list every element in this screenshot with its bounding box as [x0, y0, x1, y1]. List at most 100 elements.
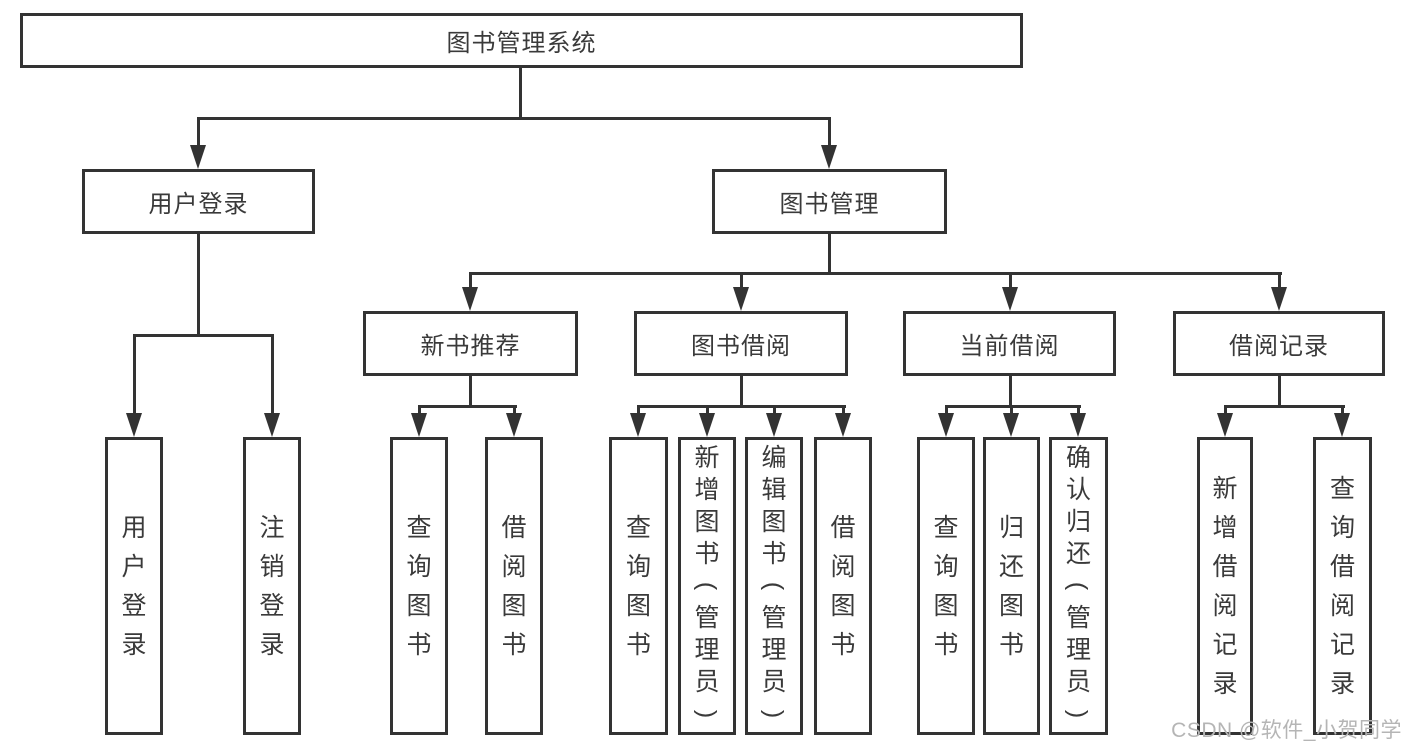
arrowhead	[411, 413, 427, 437]
line-segment	[469, 272, 472, 290]
vertical-char: 阅	[1329, 591, 1355, 620]
line-segment	[1077, 405, 1080, 416]
arrowhead	[190, 145, 206, 169]
watermark: CSDN @软件_小贺同学	[1171, 719, 1402, 742]
leaf-add-borrow-record-label: 新增借阅记录	[1212, 476, 1237, 697]
line-segment	[637, 405, 640, 416]
vertical-char: 图	[761, 508, 787, 536]
node-current-borrow: 当前借阅	[903, 311, 1116, 376]
vertical-char: 新	[1212, 474, 1238, 503]
vertical-char: 辑	[761, 476, 787, 504]
leaf-add-books-admin: 新增图书(管理员)	[678, 437, 736, 735]
line-segment	[271, 334, 274, 416]
line-segment	[706, 405, 709, 416]
vertical-char: (	[1064, 581, 1093, 591]
vertical-char: 书	[830, 630, 856, 659]
leaf-borrow-books-rec: 借阅图书	[485, 437, 543, 735]
vertical-char: 销	[259, 552, 285, 581]
leaf-return-books-label: 归还图书	[999, 515, 1024, 658]
node-new-book-rec: 新书推荐	[363, 311, 578, 376]
vertical-char: 查	[933, 513, 959, 542]
leaf-add-borrow-record: 新增借阅记录	[1197, 437, 1253, 735]
vertical-char: 理	[761, 636, 787, 664]
vertical-char: 图	[694, 508, 720, 536]
vertical-char: 记	[1212, 630, 1238, 659]
arrowhead	[126, 413, 142, 437]
vertical-char: 归	[1065, 508, 1091, 536]
vertical-char: 用	[121, 513, 147, 542]
arrowhead	[1217, 413, 1233, 437]
line-segment	[945, 405, 948, 416]
vertical-char: 录	[1329, 669, 1355, 698]
vertical-char: 询	[625, 552, 651, 581]
line-segment	[197, 117, 831, 120]
leaf-edit-books-admin: 编辑图书(管理员)	[745, 437, 803, 735]
vertical-char: 查	[1329, 474, 1355, 503]
node-book-borrow-label: 图书借阅	[691, 333, 791, 360]
leaf-query-books-current-label: 查询图书	[933, 515, 958, 658]
vertical-char: 员	[1065, 668, 1091, 696]
line-segment	[945, 405, 1081, 408]
line-segment	[133, 334, 136, 416]
vertical-char: 新	[694, 444, 720, 472]
vertical-char: 书	[761, 540, 787, 568]
vertical-char: 还	[1065, 540, 1091, 568]
node-borrow-records: 借阅记录	[1173, 311, 1385, 376]
vertical-char: 确	[1065, 444, 1091, 472]
leaf-add-books-admin-label: 新增图书(管理员)	[692, 444, 721, 727]
vertical-char: 书	[933, 630, 959, 659]
leaf-borrow-books-rec-label: 借阅图书	[501, 515, 526, 658]
vertical-char: 图	[406, 591, 432, 620]
vertical-char: 查	[625, 513, 651, 542]
node-root: 图书管理系统	[20, 13, 1023, 68]
leaf-borrow-books: 借阅图书	[814, 437, 872, 735]
vertical-char: 书	[625, 630, 651, 659]
vertical-char: 录	[121, 630, 147, 659]
vertical-char: 图	[625, 591, 651, 620]
vertical-char: 注	[259, 513, 285, 542]
vertical-char: 借	[1329, 552, 1355, 581]
vertical-char: (	[759, 581, 788, 591]
node-user-login: 用户登录	[82, 169, 315, 234]
arrowhead	[821, 145, 837, 169]
vertical-char: 理	[1065, 636, 1091, 664]
vertical-char: 阅	[1212, 591, 1238, 620]
vertical-char: 记	[1329, 630, 1355, 659]
line-segment	[418, 405, 517, 408]
vertical-char: 书	[501, 630, 527, 659]
vertical-char: )	[692, 709, 721, 719]
vertical-char: 归	[998, 513, 1024, 542]
vertical-char: 图	[501, 591, 527, 620]
line-segment	[637, 405, 846, 408]
vertical-char: 管	[1065, 604, 1091, 632]
node-book-mgmt: 图书管理	[712, 169, 947, 234]
vertical-char: 员	[694, 668, 720, 696]
node-borrow-records-label: 借阅记录	[1229, 333, 1329, 360]
vertical-char: 借	[501, 513, 527, 542]
line-segment	[773, 405, 776, 416]
vertical-char: 增	[1212, 513, 1238, 542]
vertical-char: 管	[694, 604, 720, 632]
line-segment	[513, 405, 516, 416]
vertical-char: 书	[694, 540, 720, 568]
vertical-char: 理	[694, 636, 720, 664]
arrowhead	[733, 287, 749, 311]
leaf-query-books-current: 查询图书	[917, 437, 975, 735]
node-current-borrow-label: 当前借阅	[959, 333, 1060, 360]
vertical-char: 书	[406, 630, 432, 659]
arrowhead	[699, 413, 715, 437]
arrowhead	[766, 413, 782, 437]
arrowhead	[630, 413, 646, 437]
line-segment	[197, 233, 200, 337]
leaf-borrow-books-label: 借阅图书	[830, 515, 855, 658]
line-segment	[418, 405, 421, 416]
vertical-char: 管	[761, 604, 787, 632]
line-segment	[1010, 405, 1013, 416]
leaf-query-books-rec-label: 查询图书	[406, 515, 431, 658]
arrowhead	[1070, 413, 1086, 437]
line-segment	[469, 376, 472, 408]
leaf-query-books-rec: 查询图书	[390, 437, 448, 735]
leaf-return-books: 归还图书	[983, 437, 1040, 735]
vertical-char: 查	[406, 513, 432, 542]
arrowhead	[938, 413, 954, 437]
